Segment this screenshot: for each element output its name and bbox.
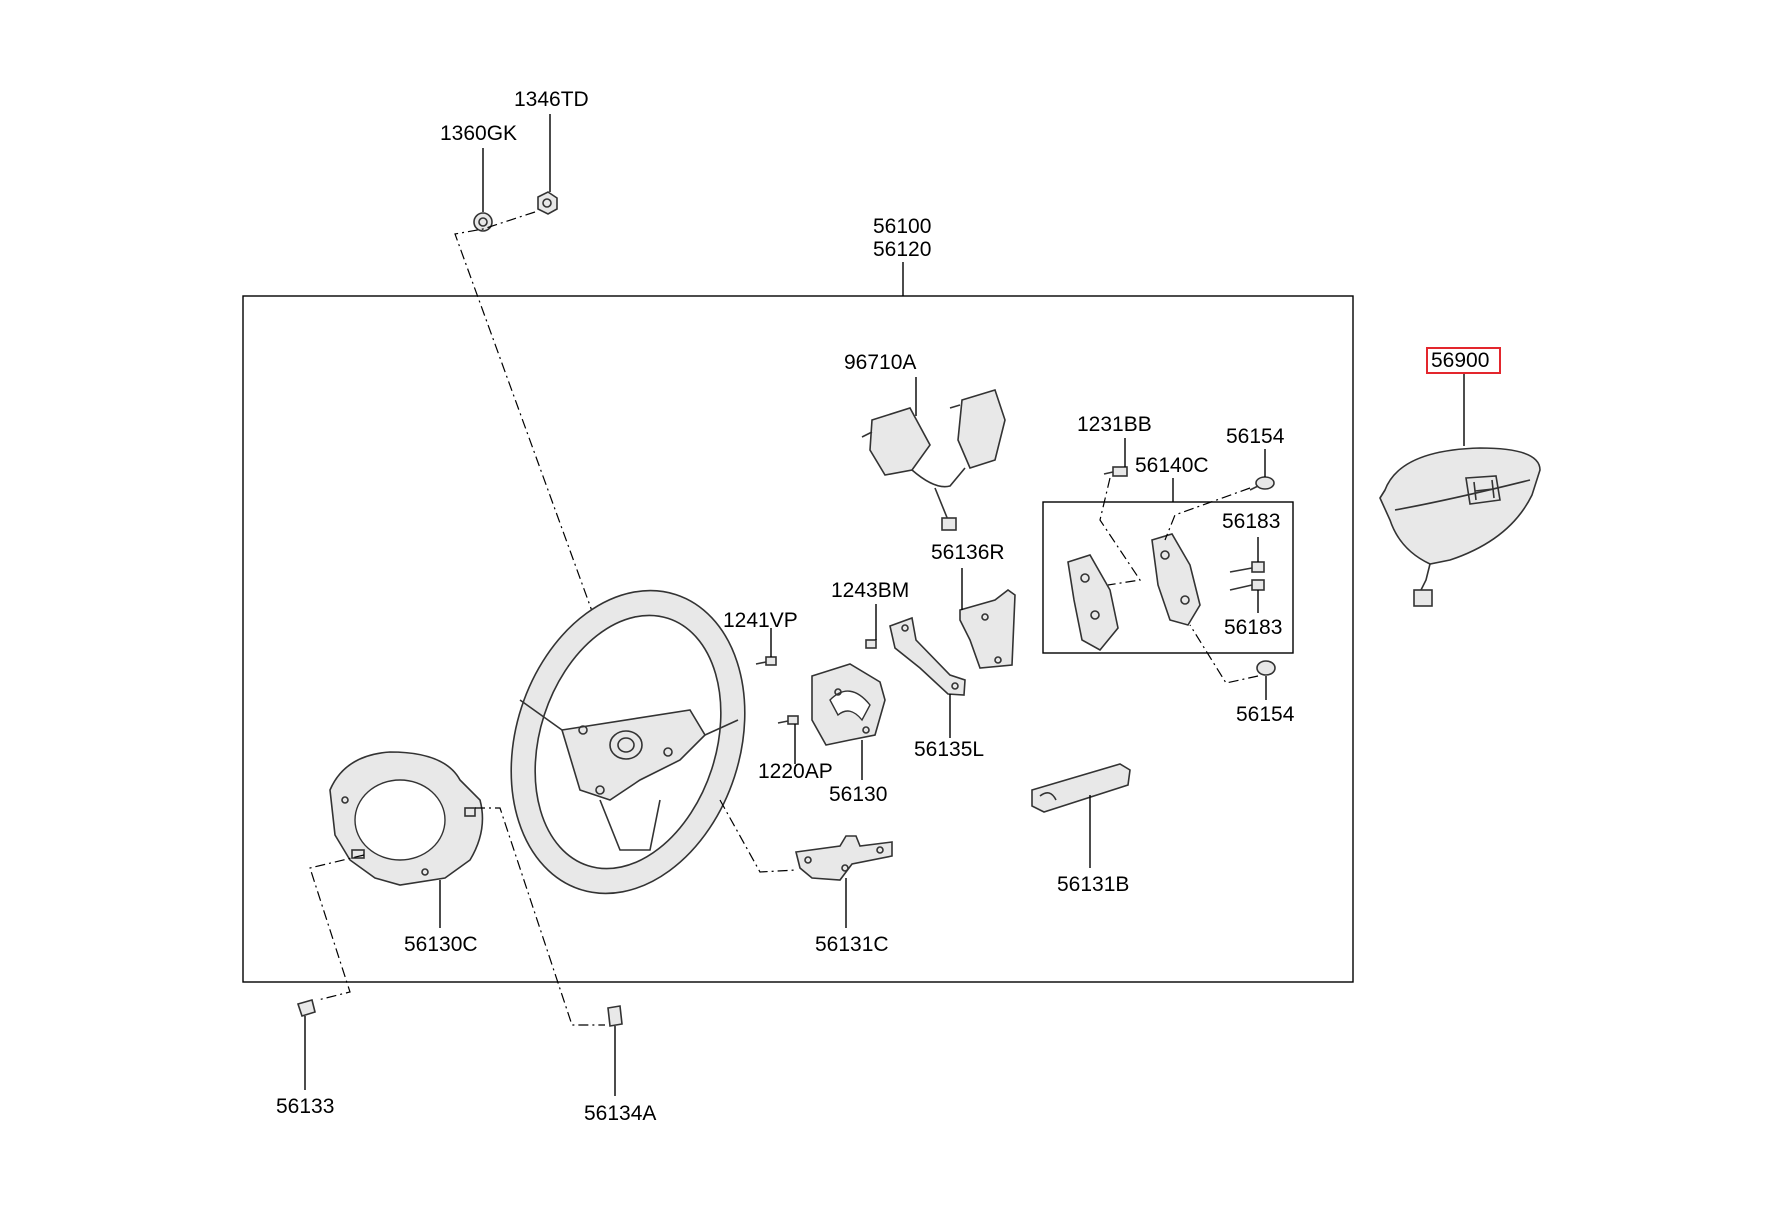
screw-1220ap-icon [777,715,799,725]
steering-wheel-icon [510,589,746,895]
screw-1231bb-icon [1103,466,1128,477]
label-1231bb[interactable]: 1231BB [1077,413,1152,436]
label-56131b[interactable]: 56131B [1057,873,1129,896]
remote-switch-96710a-icon [861,389,1006,531]
label-96710a[interactable]: 96710A [844,351,916,374]
label-56130c[interactable]: 56130C [404,933,478,956]
bracket-56135l-icon [889,616,966,696]
clip-56133-icon [296,999,316,1017]
dash-56154-top [1164,487,1251,541]
label-56131c[interactable]: 56131C [815,933,889,956]
label-56134a[interactable]: 56134A [584,1102,656,1125]
screw-56154-top-icon [1249,476,1275,491]
label-56154-bottom[interactable]: 56154 [1236,703,1295,726]
dash-nuts [454,211,626,703]
label-56133[interactable]: 56133 [276,1095,334,1118]
label-56183-a[interactable]: 56183 [1222,510,1280,533]
label-56130[interactable]: 56130 [829,783,887,806]
assembly-frame [242,295,1354,983]
dash-1231bb [1099,477,1142,586]
label-1220ap[interactable]: 1220AP [758,760,833,783]
label-1243bm[interactable]: 1243BM [831,579,909,602]
switch-subassembly-frame [1042,501,1294,654]
label-56135l[interactable]: 56135L [914,738,984,761]
clip-56134a-icon [607,1005,623,1027]
label-1360gk[interactable]: 1360GK [440,122,517,145]
nut-1346td-icon [537,191,558,215]
switch-right-56140c-icon [1151,533,1201,626]
label-1346td[interactable]: 1346TD [514,88,589,111]
highlight-56900-box [1426,347,1501,374]
switch-left-56140c-icon [1067,554,1119,652]
h-logo-icon [1465,475,1501,505]
label-56154-top[interactable]: 56154 [1226,425,1285,448]
screw-56183-a-icon [1229,561,1265,573]
airbag-module-icon [1379,447,1541,607]
lower-cover-56130c-icon [329,751,484,886]
screw-56183-b-icon [1229,579,1265,591]
label-56183-b[interactable]: 56183 [1224,616,1282,639]
dash-56133 [309,854,365,1001]
label-1241vp[interactable]: 1241VP [723,609,798,632]
screw-56154-bottom-icon [1256,660,1276,676]
screw-1241vp-icon [755,656,777,666]
label-56136r[interactable]: 56136R [931,541,1005,564]
screw-1243bm-icon [865,639,877,649]
trim-56131b-icon [1031,763,1131,813]
bracket-56131c-icon [795,835,893,881]
bracket-56136r-icon [959,589,1016,669]
label-56140c[interactable]: 56140C [1135,454,1209,477]
cover-56130-icon [811,663,886,746]
nut-1360gk-icon [473,212,493,232]
dash-wheel-56131c [719,799,797,873]
label-56900[interactable]: 56900 [1431,349,1489,372]
label-56120[interactable]: 56120 [873,238,931,261]
label-56100[interactable]: 56100 [873,215,931,238]
